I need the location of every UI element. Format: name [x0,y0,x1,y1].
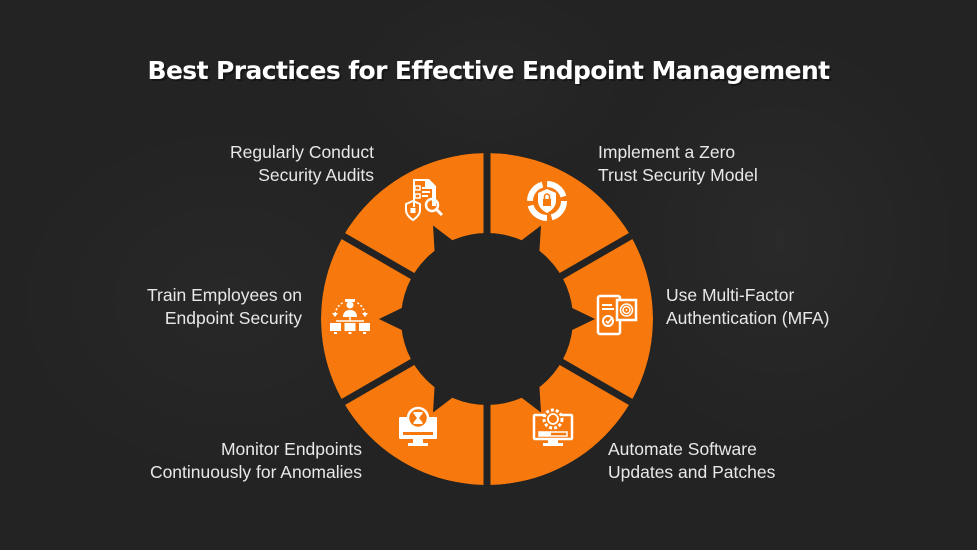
monitor-hourglass-icon [399,406,437,446]
mfa-phone-fingerprint-icon [596,294,638,336]
zero-trust-shield-lock-icon [527,181,567,221]
hub [379,225,595,413]
monitor-gear-update-icon [532,408,574,446]
practice-label-automate-updates: Automate Software Updates and Patches [608,439,776,482]
practice-label-zero-trust: Implement a Zero Trust Security Model [598,142,758,185]
practice-label-regular-audits: Regularly Conduct Security Audits [230,142,374,185]
trainer-network-icon [330,299,370,334]
audit-document-magnifier-icon [405,179,444,222]
practice-label-train-employees: Train Employees on Endpoint Security [147,285,302,328]
practice-label-mfa: Use Multi-Factor Authentication (MFA) [666,285,830,328]
page-title: Best Practices for Effective Endpoint Ma… [147,56,830,85]
practice-label-monitor-endpoints: Monitor Endpoints Continuously for Anoma… [149,439,362,482]
